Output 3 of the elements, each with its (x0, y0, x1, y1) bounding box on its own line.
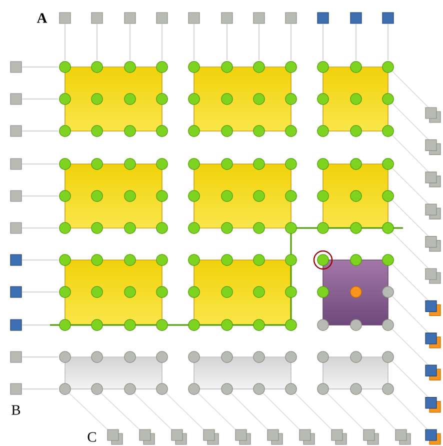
corner-letter: A (36, 13, 48, 23)
corner-letter: C (88, 432, 96, 442)
corner-letter: B (12, 405, 20, 415)
